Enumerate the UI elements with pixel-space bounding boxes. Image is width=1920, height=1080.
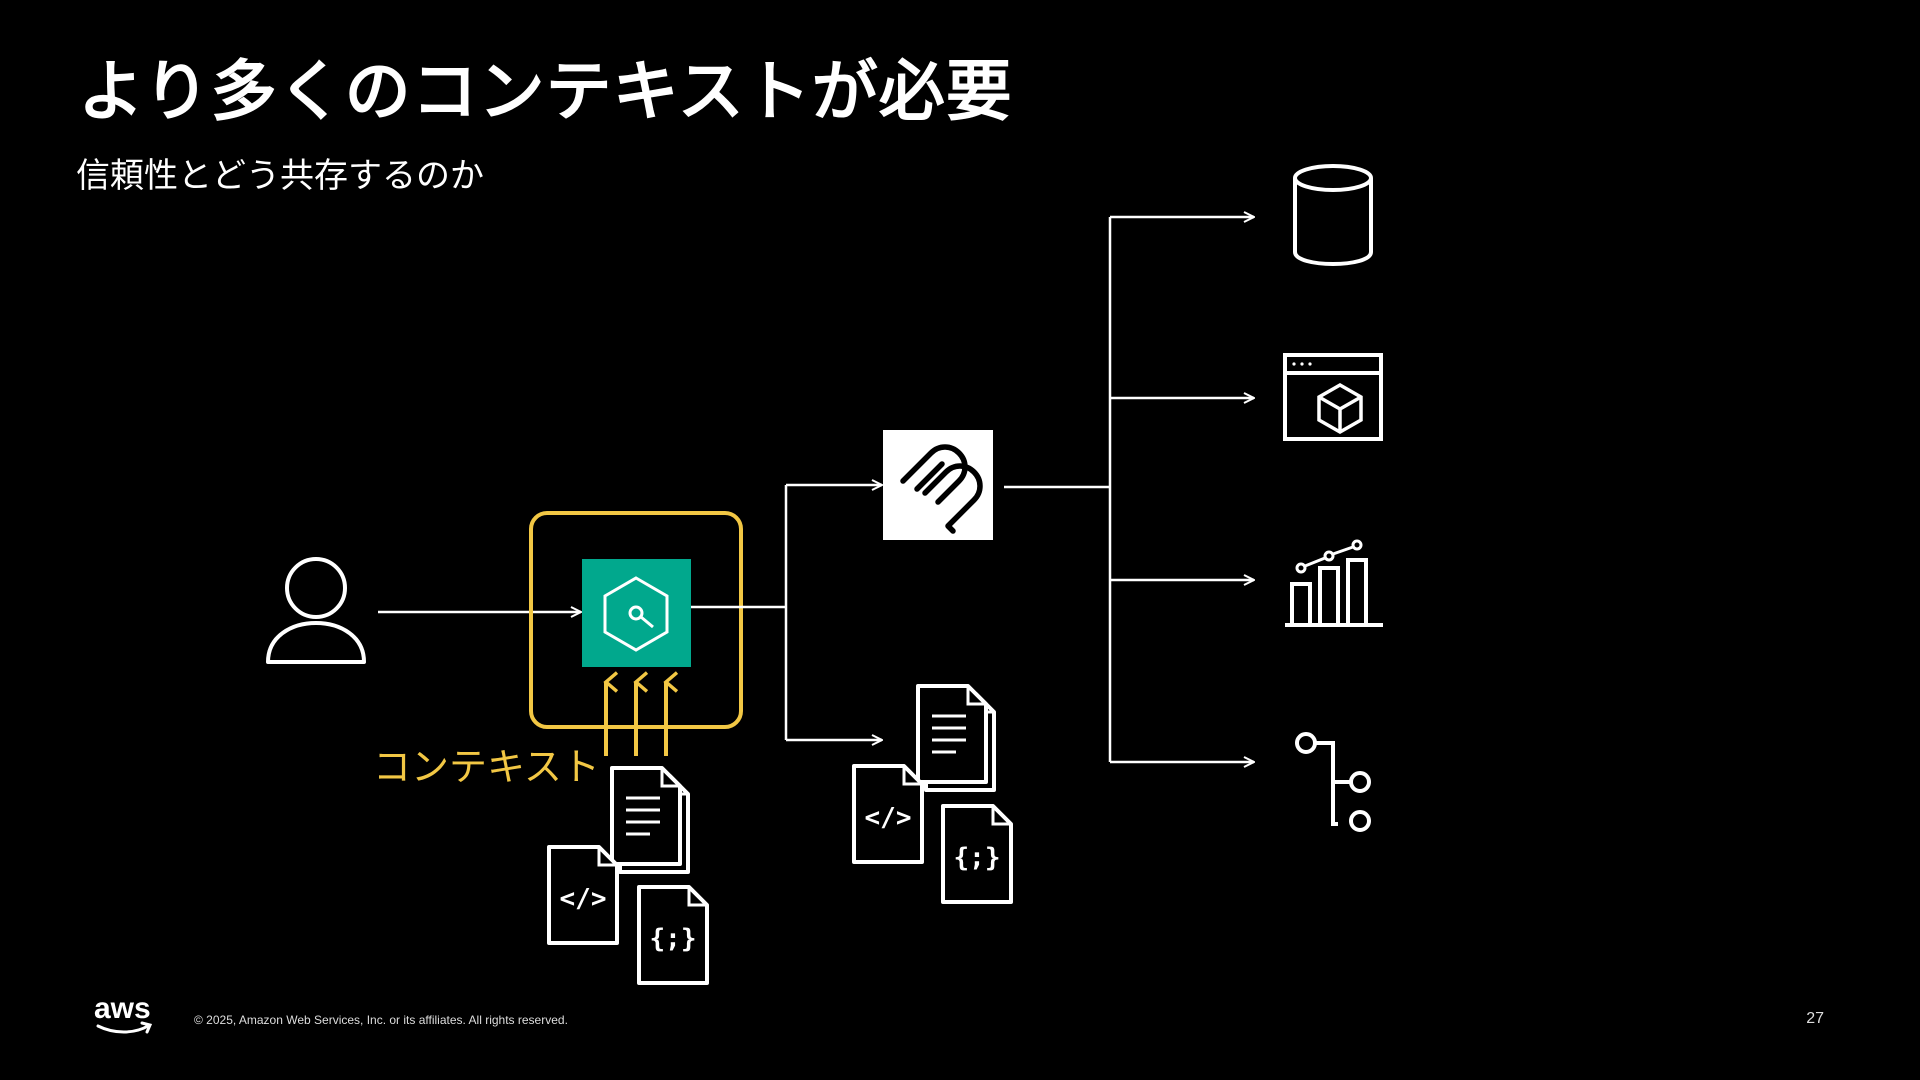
analytics-chart-icon xyxy=(1285,539,1383,627)
copyright-notice: © 2025, Amazon Web Services, Inc. or its… xyxy=(194,1013,568,1027)
slide-title: より多くのコンテキストが必要 xyxy=(78,53,1013,130)
slide-subtitle: 信頼性とどう共存するのか xyxy=(76,156,484,196)
agent-output-connector xyxy=(691,485,882,740)
mcp-targets-connector xyxy=(1004,217,1254,762)
aws-logo: aws xyxy=(94,992,153,1034)
git-branch-icon xyxy=(1295,732,1371,832)
code-file-glyph: </> xyxy=(865,803,912,833)
json-file-glyph: {;} xyxy=(954,843,1001,873)
context-label: コンテキスト xyxy=(373,745,600,789)
context-arrows xyxy=(603,671,679,756)
json-file-glyph: {;} xyxy=(650,924,697,954)
ai-agent-icon xyxy=(582,559,691,667)
document-icon xyxy=(610,766,690,874)
database-icon xyxy=(1293,164,1373,266)
aws-logo-text: aws xyxy=(94,992,151,1025)
json-file-icon: {;} xyxy=(941,804,1013,904)
application-window-icon xyxy=(1283,353,1383,441)
page-number: 27 xyxy=(1806,1010,1824,1027)
input-documents: </> {;} xyxy=(547,766,709,985)
user-icon xyxy=(266,557,366,664)
output-documents: </> {;} xyxy=(852,684,1013,904)
mcp-icon xyxy=(883,430,993,540)
document-icon xyxy=(916,684,996,792)
code-file-icon: </> xyxy=(547,845,619,945)
json-file-icon: {;} xyxy=(637,885,709,985)
code-file-icon: </> xyxy=(852,764,924,864)
code-file-glyph: </> xyxy=(560,884,607,914)
